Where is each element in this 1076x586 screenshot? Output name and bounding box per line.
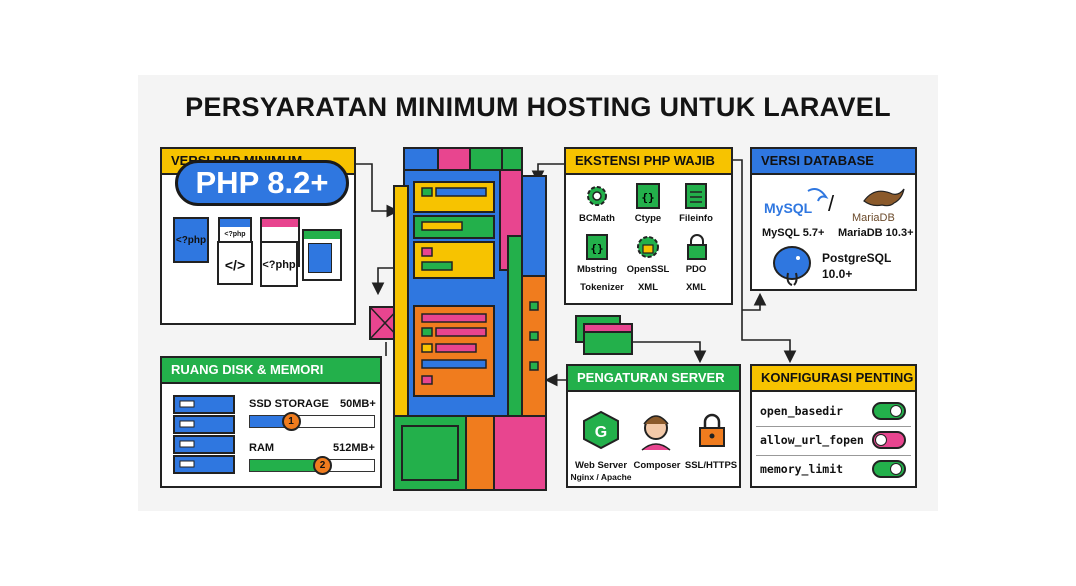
php-version-panel: VERSI PHP MINIMUM PHP 8.2+ <?php <?php <… [160, 147, 356, 325]
open-basedir-toggle[interactable] [872, 402, 906, 420]
braces-file-icon: {} [636, 183, 660, 209]
config-label-open-basedir: open_basedir [760, 404, 844, 418]
mysql-logo-icon: MySQL [764, 188, 829, 216]
webserver-label: Web Server [574, 460, 628, 471]
config-panel-heading: KONFIGURASI PENTING [752, 366, 915, 392]
ext-label-mbstring: Mbstring [576, 264, 618, 275]
document-icon [302, 229, 342, 281]
lock-icon [687, 234, 707, 260]
svg-text:{}: {} [590, 242, 603, 255]
ssl-label: SSL/HTTPS [684, 460, 738, 471]
braces-file-icon: {} [586, 234, 608, 260]
ext-label-ctype: Ctype [634, 213, 662, 224]
config-label-memory-limit: memory_limit [760, 462, 844, 476]
mysql-logo-text: MySQL [764, 200, 813, 216]
disk-panel-heading: RUANG DISK & MEMORI [162, 358, 380, 384]
decorative-window-boxes [575, 315, 633, 355]
mariadb-version: MariaDB 10.3+ [838, 227, 914, 239]
ext-label-fileinfo: Fileinfo [679, 213, 713, 224]
php-version-badge: PHP 8.2+ [175, 160, 349, 206]
database-version-panel: VERSI DATABASE MySQL / MariaDB MySQL 5.7… [750, 147, 917, 291]
composer-icon [641, 415, 671, 451]
ssd-storage-bar [249, 415, 375, 428]
mariadb-logo-icon: MariaDB [852, 188, 905, 224]
nginx-icon: G [583, 410, 619, 450]
postgresql-version: 10.0+ [822, 267, 853, 281]
postgresql-label: PostgreSQL [822, 251, 892, 265]
ram-bar [249, 459, 375, 472]
config-label-allow-url-fopen: allow_url_fopen [760, 433, 864, 447]
postgresql-elephant-icon [773, 246, 811, 286]
ext-label-pdo: PDO [685, 264, 707, 275]
ssd-storage-label: SSD STORAGE [249, 398, 329, 410]
mariadb-logo-text: MariaDB [852, 212, 895, 224]
webserver-sublabel: Nginx / Apache [570, 472, 632, 482]
svg-text:G: G [595, 424, 607, 441]
php-file-icon: <?php [173, 217, 209, 263]
mysql-version: MySQL 5.7+ [762, 227, 825, 239]
diagram-title: PERSYARATAN MINIMUM HOSTING UNTUK LARAVE… [185, 92, 891, 122]
ext-label-xml: XML [685, 282, 707, 293]
ext-panel-heading: EKSTENSI PHP WAJIB [566, 149, 731, 175]
ext-label-bcmath: BCMath [579, 213, 615, 224]
document-icon [685, 183, 707, 209]
ram-value: 512MB+ [333, 442, 375, 454]
gear-lock-icon [637, 236, 659, 258]
disk-memory-panel: RUANG DISK & MEMORI SSD STORAGE 50MB+ 1 … [160, 356, 382, 488]
server-rack-icon [173, 395, 235, 474]
ram-label: RAM [249, 442, 275, 454]
memory-limit-toggle[interactable] [872, 460, 906, 478]
lock-icon [699, 413, 725, 447]
code-file-icon: </> [217, 241, 253, 285]
db-separator: / [828, 191, 835, 216]
ram-marker: 2 [313, 456, 333, 475]
server-panel-heading: PENGATURAN SERVER [568, 366, 739, 392]
ext-label-xml: XML [637, 282, 659, 293]
ext-label-openssl: OpenSSL [626, 264, 670, 275]
ssd-storage-marker: 1 [281, 412, 301, 431]
server-settings-panel: PENGATURAN SERVER G Web Server Nginx / A… [566, 364, 741, 488]
php-extensions-panel: EKSTENSI PHP WAJIB {} BCMath Ctype Filei… [564, 147, 733, 305]
composer-label: Composer [633, 460, 681, 471]
ssd-storage-value: 50MB+ [340, 398, 376, 410]
db-panel-heading: VERSI DATABASE [752, 149, 915, 175]
gear-icon [587, 186, 607, 206]
php-file-icon: <?php [260, 241, 298, 287]
important-config-panel: KONFIGURASI PENTING open_basedir allow_u… [750, 364, 917, 488]
ext-label-tokenizer: Tokenizer [580, 282, 624, 293]
svg-text:{}: {} [641, 191, 654, 204]
allow-url-fopen-toggle[interactable] [872, 431, 906, 449]
server-tower-illustration [393, 147, 547, 491]
